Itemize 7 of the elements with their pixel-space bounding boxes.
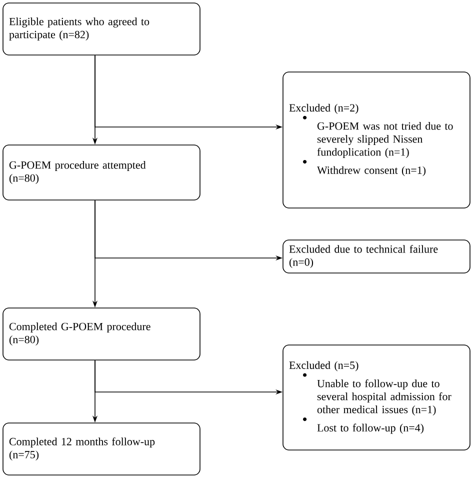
process-box: G-POEM procedure attempted (n=80) <box>2 144 200 200</box>
process-box: Completed G-POEM procedure (n=80) <box>2 308 200 360</box>
process-box: Excluded (n=2) G-POEM was not tried due to severely slipped Nissen fundoplication (n=1) Withdrew consent (n=1) <box>282 72 470 208</box>
process-box: Excluded (n=5) Unable to follow-up due to several hospital admission for other medical issues (n=1) Lost to follow-up (n=4) <box>282 344 470 450</box>
process-box: Excluded due to technical failure (n=0) <box>282 240 470 274</box>
process-box: Eligible patients who agreed to participate (n=82) <box>2 2 200 56</box>
process-box: Completed 12 months follow-up (n=75) <box>2 422 200 476</box>
